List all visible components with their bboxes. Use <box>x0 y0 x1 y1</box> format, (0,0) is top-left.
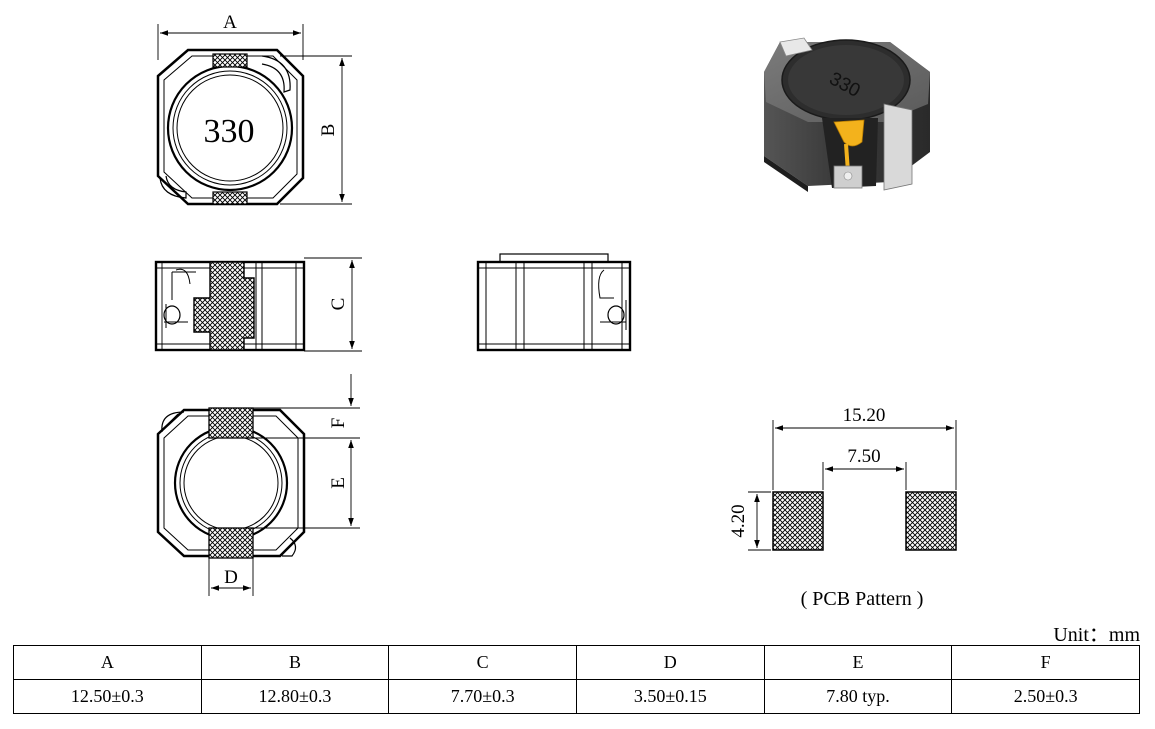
inductor-3d-render <box>764 37 930 192</box>
table-value-cell: 2.50±0.3 <box>951 679 1140 714</box>
table-header-cell: C <box>388 645 577 680</box>
dim-e-label: E <box>328 477 349 489</box>
table-header-row: A B C D E F <box>13 645 1140 680</box>
bottom-view <box>156 374 360 596</box>
unit-label: Unit：mm <box>1053 624 1140 646</box>
pcb-caption: ( PCB Pattern ) <box>801 588 924 610</box>
table-header-cell: A <box>13 645 202 680</box>
table-header-cell: F <box>951 645 1140 680</box>
pcb-width-label: 15.20 <box>843 405 886 426</box>
dim-f-label: F <box>328 418 349 429</box>
table-value-cell: 3.50±0.15 <box>575 679 765 714</box>
top-view <box>156 24 352 206</box>
side-view-back <box>476 253 632 352</box>
part-marking: 330 <box>204 113 255 150</box>
table-header-cell: D <box>575 645 765 680</box>
pcb-height-label: 4.20 <box>728 504 749 537</box>
side-view-front <box>154 257 362 352</box>
dim-a-label: A <box>223 12 237 33</box>
table-value-cell: 7.70±0.3 <box>388 679 577 714</box>
table-value-cell: 7.80 typ. <box>763 679 953 714</box>
dim-b-label: B <box>318 124 339 137</box>
table-header-cell: E <box>763 645 953 680</box>
dim-d-label: D <box>224 567 238 588</box>
table-row: 12.50±0.3 12.80±0.3 7.70±0.3 3.50±0.15 7… <box>13 679 1140 714</box>
dimension-table: A B C D E F 12.50±0.3 12.80±0.3 7.70±0.3… <box>13 645 1140 714</box>
pcb-pattern <box>748 420 957 551</box>
table-value-cell: 12.80±0.3 <box>200 679 390 714</box>
table-header-cell: B <box>200 645 390 680</box>
table-value-cell: 12.50±0.3 <box>13 679 202 714</box>
dim-c-label: C <box>328 298 349 311</box>
pcb-gap-label: 7.50 <box>847 446 880 467</box>
